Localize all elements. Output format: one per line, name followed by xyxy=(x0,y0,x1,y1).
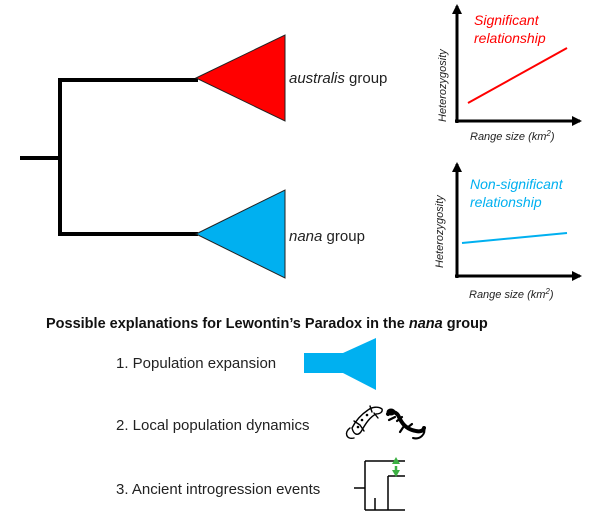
bottom-plot-annotation-line1: Non-significant xyxy=(470,176,564,192)
bottom-plot-trend-line xyxy=(461,232,568,244)
bottom-plot-y-label: Heterozygosity xyxy=(434,194,446,268)
top-plot-y-label: Heterozygosity xyxy=(437,48,449,122)
explanation-item-1: 1. Population expansion xyxy=(116,355,276,372)
nana-group-label: nana group xyxy=(289,228,365,245)
top-plot-annotation-line1: Significant xyxy=(474,12,540,28)
australis-clade-triangle xyxy=(194,34,286,122)
introgression-tree-icon xyxy=(354,460,405,511)
explanation-item-2: 2. Local population dynamics xyxy=(116,417,309,434)
top-plot-x-label: Range size (km2) xyxy=(470,129,555,143)
lizard-outline-icon xyxy=(345,405,383,440)
top-plot: Significant relationship Heterozygosity … xyxy=(437,4,582,143)
expansion-icon xyxy=(304,338,376,390)
top-plot-annotation-line2: relationship xyxy=(474,30,546,46)
australis-group-label: australis group xyxy=(289,70,387,87)
phylogenetic-tree xyxy=(20,78,198,236)
bottom-plot: Non-significant relationship Heterozygos… xyxy=(434,162,582,301)
nana-clade-triangle xyxy=(194,189,286,279)
bottom-plot-x-label: Range size (km2) xyxy=(469,287,554,301)
lizard-black-icon xyxy=(386,408,426,440)
top-plot-trend-line xyxy=(467,47,568,104)
introgression-arrow-icon xyxy=(392,457,400,477)
explanation-item-3: 3. Ancient introgression events xyxy=(116,481,320,498)
explanations-heading: Possible explanations for Lewontin’s Par… xyxy=(46,316,488,332)
bottom-plot-annotation-line2: relationship xyxy=(470,194,542,210)
